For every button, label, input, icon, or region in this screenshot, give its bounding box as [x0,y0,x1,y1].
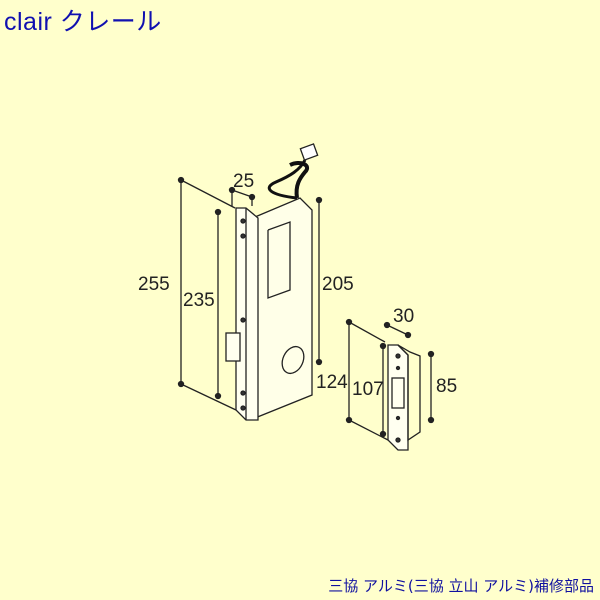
dim-strike-box: 85 [436,376,457,397]
dim-lock-pitch: 235 [183,290,215,311]
dim-lock-body-height: 205 [322,274,354,295]
dim-strike-width: 30 [393,306,414,327]
page-title: clair クレール [4,8,162,36]
dim-lock-width: 25 [233,171,254,192]
dim-strike-height: 107 [352,379,384,400]
dim-strike-depth: 124 [316,372,348,393]
footer-caption: 三協 アルミ(三協 立山 アルミ)補修部品 [328,577,594,595]
dim-lock-total-height: 255 [138,274,170,295]
